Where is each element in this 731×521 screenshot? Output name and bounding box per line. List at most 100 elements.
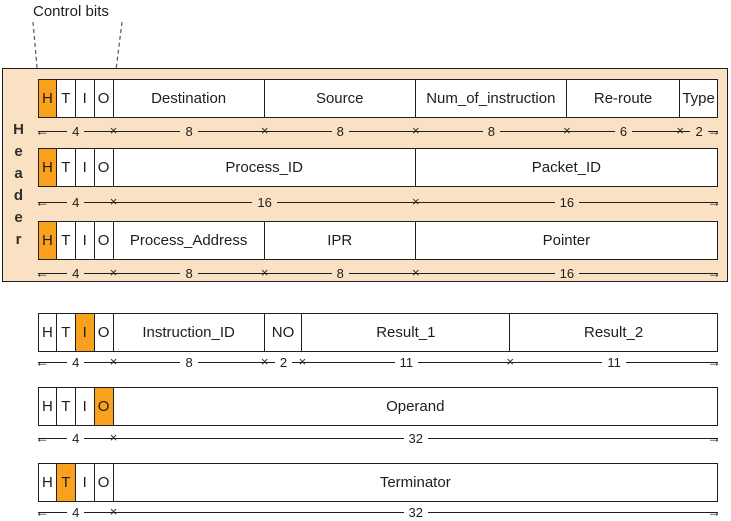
dimension-width-label: 16	[559, 265, 575, 281]
dimension-boundary-icon: ×	[109, 264, 118, 280]
dimension-row-instruction-row: ←4×8×2×11×11→	[35, 353, 721, 370]
dimension-arrow-right-icon: →	[706, 503, 721, 520]
dimension-width-label: 11	[607, 354, 621, 370]
dimension-segment: ×6	[563, 123, 681, 139]
field-cell-terminator: Terminator	[113, 463, 718, 502]
field-cell-source: Source	[264, 79, 416, 118]
field-cell-destination: Destination	[113, 79, 265, 118]
field-cell-process-id: Process_ID	[113, 148, 416, 187]
dimension-width-label: 32	[408, 430, 423, 446]
dimension-width-label: 16	[559, 194, 575, 210]
field-cell-t: T	[56, 221, 76, 260]
field-cell-i: I	[75, 387, 95, 426]
dimension-segment: ←4	[35, 122, 114, 139]
dimension-segment: ×8	[412, 123, 567, 139]
dimension-width-label: 8	[185, 123, 193, 139]
dimension-segment: × 16	[110, 194, 416, 210]
dimension-arrow-right-icon: →	[706, 122, 721, 139]
dimension-segment: × 32 →	[110, 503, 721, 520]
dimension-arrow-left-icon: ←	[35, 264, 49, 281]
dimension-segment: ×8	[110, 265, 265, 281]
dimension-segment: × 11	[298, 353, 511, 370]
dimension-width-label: 4	[72, 194, 80, 210]
field-cell-num-of-instruction: Num_of_instruction	[415, 79, 567, 118]
dimension-boundary-icon: ×	[676, 122, 685, 138]
dimension-segment: × 11 →	[506, 353, 721, 370]
field-cell-t: T	[56, 463, 76, 502]
dimension-arrow-right-icon: →	[706, 193, 721, 210]
dimension-arrow-right-icon: →	[706, 264, 721, 281]
dimension-width-label: 8	[487, 123, 495, 139]
dimension-width-label: 2	[695, 123, 703, 139]
field-cell-re-route: Re-route	[566, 79, 681, 118]
dimension-arrow-left-icon: ←	[35, 429, 49, 446]
field-cell-o: O	[94, 221, 114, 260]
field-cell-o: O	[94, 79, 114, 118]
dimension-row-operand-row: ← 4 × 32 →	[35, 429, 721, 446]
dimension-segment: ×2	[261, 354, 303, 370]
dimension-width-label: 4	[72, 430, 80, 446]
field-cell-i: I	[75, 148, 95, 187]
dimension-arrow-left-icon: ←	[35, 193, 49, 210]
dimension-width-label: 6	[619, 123, 628, 139]
field-cell-no: NO	[264, 313, 303, 352]
dimension-boundary-icon: ×	[109, 193, 118, 209]
field-cell-h: H	[38, 221, 57, 260]
dimension-width-label: 32	[408, 504, 423, 520]
dimension-arrow-right-icon: →	[706, 353, 721, 370]
dimension-width-label: 8	[336, 265, 344, 281]
dimension-boundary-icon: ×	[260, 353, 269, 369]
dimension-width-label: 4	[72, 265, 80, 281]
dimension-boundary-icon: ×	[506, 353, 515, 369]
field-cell-h: H	[38, 463, 57, 502]
dimension-width-label: 11	[399, 354, 414, 370]
dimension-segment: ←4	[35, 193, 114, 210]
dimension-segment: × 2→	[676, 122, 721, 139]
control-bits-label: Control bits	[33, 3, 109, 20]
field-cell-t: T	[56, 148, 76, 187]
field-cell-ipr: IPR	[264, 221, 416, 260]
dimension-segment: ×8	[261, 265, 416, 281]
dimension-boundary-icon: ×	[260, 122, 269, 138]
dimension-width-label: 8	[185, 354, 193, 370]
dimension-row-header-row-2: ←4×16×16→	[35, 193, 721, 210]
dimension-boundary-icon: ×	[563, 122, 571, 138]
dimension-segment: ×8	[110, 123, 265, 139]
field-cell-t: T	[56, 79, 76, 118]
dimension-segment: × 32 →	[110, 429, 721, 446]
field-cell-h: H	[38, 79, 57, 118]
dimension-boundary-icon: ×	[109, 429, 118, 445]
field-cell-pointer: Pointer	[415, 221, 718, 260]
field-cell-t: T	[56, 313, 76, 352]
dimension-boundary-icon: ×	[260, 264, 269, 280]
dimension-boundary-icon: ×	[298, 353, 307, 369]
dimension-boundary-icon: ×	[109, 503, 118, 519]
field-cell-o: O	[94, 463, 114, 502]
dimension-boundary-icon: ×	[109, 353, 118, 369]
field-cell-i: I	[75, 313, 95, 352]
dimension-width-label: 16	[257, 194, 272, 210]
dimension-row-terminator-row: ←4×32→	[35, 503, 721, 520]
dimension-arrow-left-icon: ←	[35, 122, 49, 139]
dimension-row-header-row-3: ←4×8×8×16→	[35, 264, 721, 281]
header-group-label: Header	[10, 121, 27, 253]
field-cell-process-address: Process_Address	[113, 221, 265, 260]
field-cell-operand: Operand	[113, 387, 718, 426]
field-cell-h: H	[38, 313, 57, 352]
field-cell-t: T	[56, 387, 76, 426]
dimension-segment: ←4	[35, 354, 114, 370]
dimension-width-label: 4	[72, 123, 80, 139]
dimension-segment: ×8	[110, 354, 265, 370]
dimension-width-label: 8	[185, 265, 193, 281]
dimension-width-label: 8	[336, 123, 344, 139]
dimension-boundary-icon: ×	[109, 122, 118, 138]
field-cell-o: O	[94, 313, 114, 352]
dimension-arrow-right-icon: →	[706, 429, 721, 446]
field-cell-i: I	[75, 79, 95, 118]
dimension-width-label: 2	[279, 354, 288, 370]
field-cell-result-2: Result_2	[510, 313, 718, 352]
